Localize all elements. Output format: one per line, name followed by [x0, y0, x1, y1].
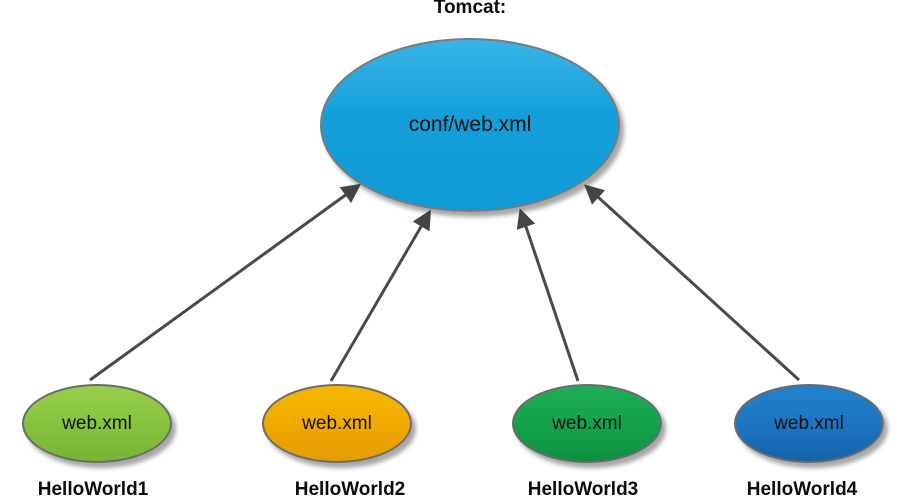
node-root: conf/web.xml: [320, 38, 620, 212]
node-child4-label: web.xml: [774, 412, 844, 434]
node-child1: web.xml: [22, 384, 172, 463]
node-child1-caption: HelloWorld1: [37, 479, 149, 500]
node-child4-caption: HelloWorld4: [746, 479, 858, 500]
node-child3-caption: HelloWorld3: [527, 479, 639, 500]
node-child1-label: web.xml: [62, 412, 132, 434]
arrow-child1-to-root: [89, 183, 362, 382]
node-child2-caption: HelloWorld2: [294, 479, 406, 500]
node-child2: web.xml: [262, 384, 412, 463]
arrow-child3-to-root: [516, 208, 580, 382]
node-child3-label: web.xml: [552, 412, 622, 434]
node-root-label: conf/web.xml: [408, 113, 532, 136]
diagram-title: Tomcat:: [433, 0, 507, 18]
arrow-child2-to-root: [329, 209, 431, 382]
arrow-child4-to-root: [584, 184, 801, 382]
node-child4: web.xml: [734, 384, 884, 463]
node-child3: web.xml: [512, 384, 662, 463]
node-child2-label: web.xml: [302, 412, 372, 434]
